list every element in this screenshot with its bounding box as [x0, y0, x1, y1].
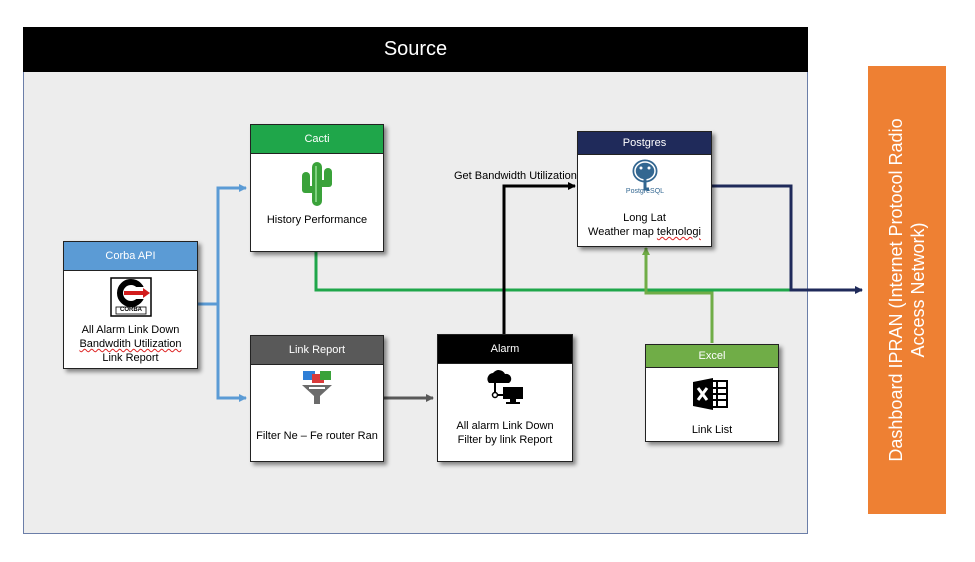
cacti-text: History Performance: [266, 214, 368, 226]
postgres-line-2-a: Weather map: [588, 226, 657, 238]
node-header: Cacti: [251, 125, 383, 154]
corba-line-3: Link Report: [102, 352, 159, 364]
edge-cacti-dashboard: [314, 251, 790, 292]
excel-icon: [693, 378, 729, 415]
postgres-line-2: Weather map teknologi: [578, 225, 711, 239]
node-header: Excel: [646, 345, 778, 368]
node-link-report: Link Report Filter Ne – Fe router Ran: [250, 335, 384, 462]
dashboard-title-line-2: Access Network): [908, 222, 928, 358]
node-header: Postgres: [578, 132, 711, 155]
cloud-network-icon: [485, 369, 525, 412]
postgresql-logo-text: PostgreSQL: [625, 188, 665, 195]
filter-funnel-icon: [300, 369, 334, 412]
corba-line-1: All Alarm Link Down: [81, 324, 180, 336]
node-header: Alarm: [438, 335, 572, 364]
cactus-icon: [299, 158, 335, 213]
postgres-line-2-b: teknologi: [656, 226, 701, 238]
node-alarm: Alarm All alarm Link Down Filter by link…: [437, 334, 573, 462]
node-excel: Excel Link List: [645, 344, 779, 442]
source-header: Source: [23, 27, 808, 72]
dashboard-panel: Dashboard IPRAN (Internet Protocol Radio…: [868, 66, 946, 514]
alarm-line-2: Filter by link Report: [457, 434, 553, 446]
corba-logo-icon: CORBA: [110, 277, 152, 317]
link-report-text: Filter Ne – Fe router Ran: [256, 430, 378, 442]
node-cacti: Cacti History Performance: [250, 124, 384, 252]
node-body: All alarm Link Down Filter by link Repor…: [438, 419, 572, 447]
postgres-line-1: Long Lat: [623, 212, 666, 224]
edge-corba-cacti: [198, 184, 247, 306]
node-header: Corba API: [64, 242, 197, 271]
edge-label-get-bandwidth: Get Bandwidth Utilization: [454, 170, 577, 182]
corba-line-2: Bandwdith Utilization: [79, 338, 182, 350]
corba-logo-text: CORBA: [120, 307, 142, 313]
node-body: Long Lat Weather map teknologi: [578, 211, 711, 239]
node-postgres: Postgres PostgreSQL Long Lat Weather map…: [577, 131, 712, 247]
dashboard-title: Dashboard IPRAN (Internet Protocol Radio…: [885, 70, 929, 510]
edge-excel-postgres: [642, 247, 714, 343]
node-body: All Alarm Link Down Bandwdith Utilizatio…: [64, 323, 197, 365]
alarm-line-1: All alarm Link Down: [456, 420, 554, 432]
node-header: Link Report: [251, 336, 383, 365]
dashboard-title-line-1: Dashboard IPRAN (Internet Protocol Radio: [886, 118, 906, 462]
edge-corba-linkreport: [216, 304, 247, 402]
excel-text: Link List: [691, 424, 733, 436]
node-corba-api: Corba API CORBA All Alarm Link Down Band…: [63, 241, 198, 369]
postgresql-elephant-icon: PostgreSQL: [624, 157, 666, 201]
edge-alarm-postgres: [502, 182, 576, 334]
edge-postgres-dashboard: [711, 184, 863, 294]
